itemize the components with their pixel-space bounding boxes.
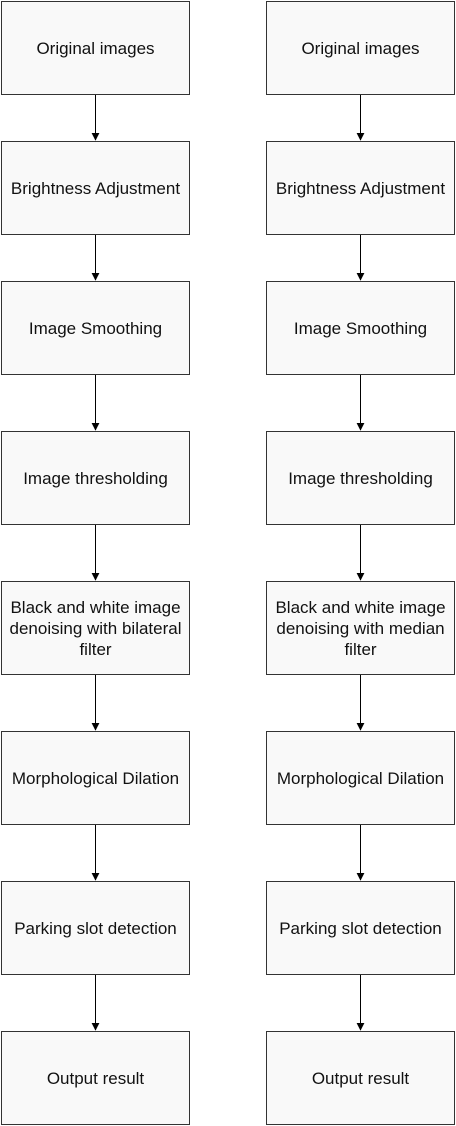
right-step-label: Parking slot detection — [279, 918, 442, 938]
left-step-label: Brightness Adjustment — [10, 178, 181, 198]
right-step-output-result: Output result — [266, 1031, 455, 1125]
left-step-output-result: Output result — [1, 1031, 190, 1125]
right-step-label: Original images — [301, 38, 420, 58]
left-step-label: Image thresholding — [23, 468, 168, 488]
left-step-label: Parking slot detection — [14, 918, 177, 938]
right-step-parking-slot-detection: Parking slot detection — [266, 881, 455, 975]
right-step-morphological-dilation: Morphological Dilation — [266, 731, 455, 825]
left-step-label: Image Smoothing — [28, 318, 163, 338]
left-step-parking-slot-detection: Parking slot detection — [1, 881, 190, 975]
right-step-label: Morphological Dilation — [276, 768, 445, 788]
right-step-original-images: Original images — [266, 1, 455, 95]
right-step-label: Black and white image denoising with med… — [275, 597, 446, 659]
left-step-image-smoothing: Image Smoothing — [1, 281, 190, 375]
left-step-morphological-dilation: Morphological Dilation — [1, 731, 190, 825]
left-step-bilateral-denoising: Black and white image denoising with bil… — [1, 581, 190, 675]
right-step-image-smoothing: Image Smoothing — [266, 281, 455, 375]
right-step-label: Image Smoothing — [293, 318, 428, 338]
right-step-median-denoising: Black and white image denoising with med… — [266, 581, 455, 675]
left-step-label: Output result — [46, 1068, 145, 1088]
left-step-label: Original images — [36, 38, 155, 58]
right-step-brightness-adjustment: Brightness Adjustment — [266, 141, 455, 235]
right-step-image-thresholding: Image thresholding — [266, 431, 455, 525]
left-step-image-thresholding: Image thresholding — [1, 431, 190, 525]
right-step-label: Brightness Adjustment — [275, 178, 446, 198]
left-step-label: Morphological Dilation — [11, 768, 180, 788]
right-step-label: Output result — [311, 1068, 410, 1088]
right-step-label: Image thresholding — [288, 468, 433, 488]
left-step-original-images: Original images — [1, 1, 190, 95]
left-step-label: Black and white image denoising with bil… — [9, 597, 182, 659]
left-step-brightness-adjustment: Brightness Adjustment — [1, 141, 190, 235]
